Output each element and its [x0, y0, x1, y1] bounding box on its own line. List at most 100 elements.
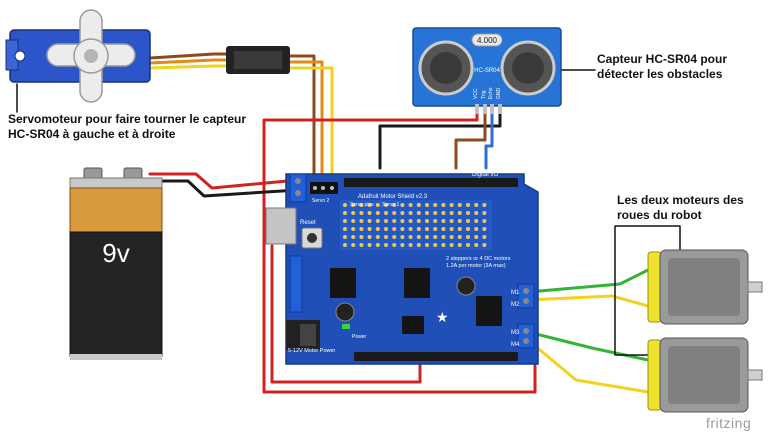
hc-sr04-sensor: 4.000 HC-SR04 VCC Trig Echo GND [412, 27, 562, 114]
proto-hole [457, 235, 462, 239]
svg-text:Echo: Echo [488, 87, 494, 99]
power-led [342, 324, 350, 329]
servo-2-label: Servo 2 [312, 198, 329, 204]
proto-hole [466, 219, 470, 223]
proto-hole [392, 243, 397, 247]
proto-hole [343, 235, 347, 239]
proto-hole [400, 235, 405, 239]
proto-hole [367, 211, 372, 215]
proto-hole [466, 203, 470, 207]
proto-hole [367, 219, 372, 223]
proto-hole [441, 227, 446, 231]
proto-hole [449, 227, 454, 231]
proto-hole [482, 243, 487, 247]
proto-hole [375, 211, 380, 215]
proto-hole [375, 203, 380, 207]
proto-hole [408, 211, 413, 215]
proto-holes [343, 203, 487, 247]
motor-1-shaft [747, 281, 763, 293]
proto-hole [474, 219, 479, 223]
m3-label: M3 [511, 330, 520, 336]
reset-label: Reset [300, 220, 316, 226]
proto-hole [449, 235, 454, 239]
sensor-wire-brown [454, 110, 487, 170]
sensor-crystal [471, 33, 503, 47]
proto-hole [474, 203, 479, 207]
proto-hole [474, 227, 479, 231]
motor-driver-chip-3 [476, 296, 502, 326]
proto-hole [457, 243, 462, 247]
loop-wire-red [270, 244, 422, 384]
servo-1-label: Servo 1 [382, 202, 399, 208]
proto-hole [375, 227, 380, 231]
usb-port [265, 207, 297, 245]
proto-hole [433, 235, 438, 239]
proto-hole [416, 227, 421, 231]
sensor-wire-black [378, 110, 502, 170]
proto-hole [441, 219, 446, 223]
motors-caption: Les deux moteurs des roues du robot [617, 193, 744, 222]
proto-hole [441, 243, 446, 247]
proto-hole [408, 203, 413, 207]
proto-hole [416, 219, 421, 223]
proto-hole [466, 243, 470, 247]
proto-hole [351, 203, 356, 207]
proto-hole [384, 203, 388, 207]
proto-hole [408, 235, 413, 239]
dc-motor-2 [647, 337, 763, 413]
proto-hole [449, 203, 454, 207]
m4-label: M4 [511, 342, 520, 348]
proto-hole [343, 243, 347, 247]
sensor-wire-red [262, 110, 537, 394]
wires [16, 52, 681, 394]
proto-hole [400, 203, 405, 207]
proto-hole [457, 219, 462, 223]
capacitor-1 [335, 302, 355, 322]
proto-hole [400, 219, 405, 223]
proto-hole [416, 203, 421, 207]
m2-label: M2 [511, 302, 520, 308]
proto-hole [433, 211, 438, 215]
fritzing-watermark: fritzing [706, 415, 752, 431]
proto-hole [392, 219, 397, 223]
proto-hole [466, 227, 470, 231]
proto-hole [433, 227, 438, 231]
proto-hole [416, 211, 421, 215]
proto-hole [474, 211, 479, 215]
proto-hole [351, 235, 356, 239]
proto-hole [351, 243, 356, 247]
proto-hole [343, 211, 347, 215]
servo-lead-yellow [288, 66, 334, 184]
proto-hole [384, 235, 388, 239]
motor2-wire-yellow [526, 338, 650, 394]
servo-wire-yellow [148, 64, 228, 70]
proto-hole [400, 211, 405, 215]
proto-hole [433, 243, 438, 247]
proto-hole [359, 219, 364, 223]
battery-body [69, 231, 163, 357]
motor1-wire-yellow [526, 294, 650, 308]
motor-terminal-m1m2 [517, 283, 535, 309]
servo-lead-brown [288, 54, 316, 184]
digital-header [344, 178, 518, 187]
motor-terminal-left [289, 255, 303, 313]
proto-hole [457, 211, 462, 215]
proto-hole [359, 203, 364, 207]
battery-top [69, 177, 163, 189]
proto-hole [425, 211, 429, 215]
pwm-chip [402, 316, 424, 334]
proto-hole [466, 211, 470, 215]
proto-hole [449, 219, 454, 223]
proto-hole [457, 203, 462, 207]
svg-text:VCC: VCC [473, 88, 479, 99]
proto-hole [416, 235, 421, 239]
proto-hole [375, 219, 380, 223]
digital-io-label: Digital I/O [472, 172, 499, 178]
voltage-regulator [300, 324, 316, 346]
proto-hole [482, 235, 487, 239]
sensor-caption: Capteur HC-SR04 pour détecter les obstac… [597, 52, 728, 81]
servo-shaft [84, 49, 98, 63]
proto-hole [384, 243, 388, 247]
motor-power-label: 5-12V Motor Power [288, 348, 336, 354]
